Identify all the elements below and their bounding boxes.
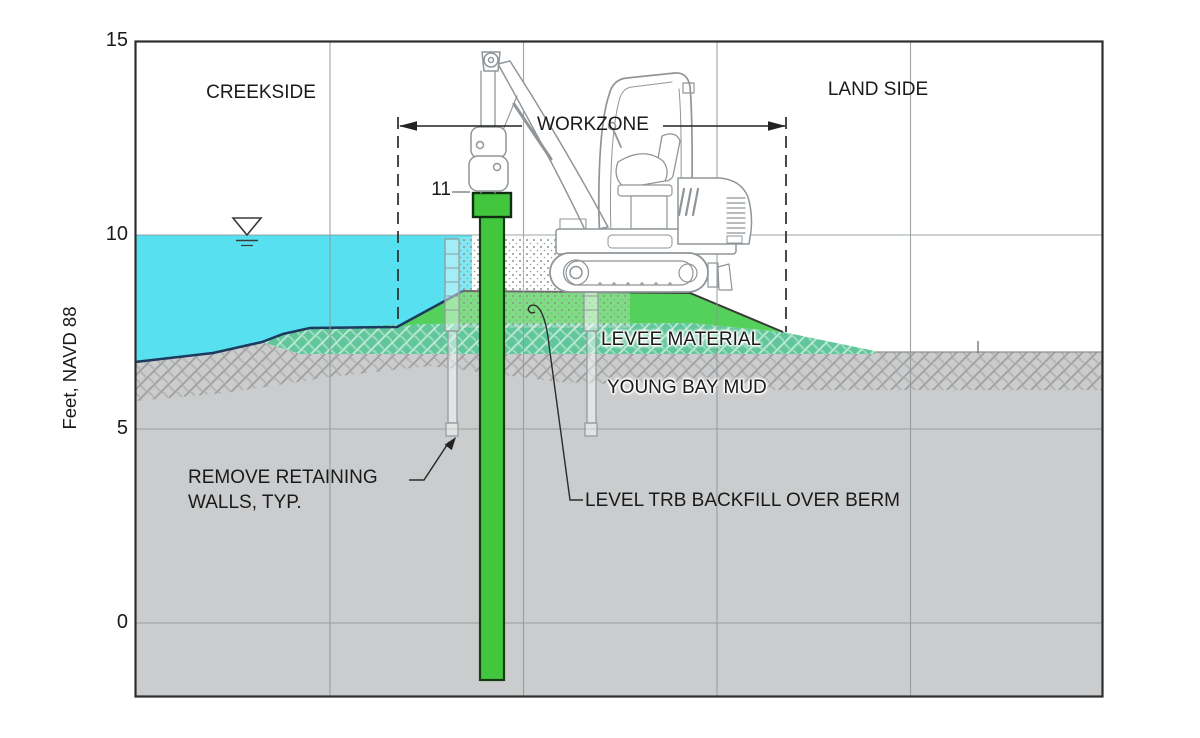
leader-remove-walls (409, 437, 456, 481)
y-axis-title: Feet, NAVD 88 (59, 306, 80, 430)
young-bay-mud-label: YOUNG BAY MUD (607, 377, 767, 398)
remove-walls-label-line1: REMOVE RETAINING (188, 467, 378, 488)
pile-cap (471, 191, 513, 219)
workzone-dimension (397, 117, 787, 332)
dimension-arrow-right (768, 121, 786, 131)
workzone-label: WORKZONE (537, 114, 649, 135)
plot-border (134, 40, 1104, 698)
levee-material-hatch (262, 323, 875, 354)
land-side-label: LAND SIDE (827, 79, 929, 100)
creekside-label: CREEKSIDE (206, 82, 316, 103)
y-tick-0: 0 (116, 611, 128, 633)
water-level-icon (231, 217, 263, 247)
remove-walls-label-line2: WALLS, TYP. (188, 492, 302, 513)
y-tick-5: 5 (116, 417, 128, 439)
underwater-surface-line (134, 289, 464, 364)
pile-body (478, 214, 506, 682)
y-tick-15: 15 (105, 29, 128, 51)
levee-material-label: LEVEE MATERIAL (601, 329, 762, 350)
young-bay-mud-region (135, 342, 1102, 696)
leader-trb-backfill (527, 304, 583, 501)
dimension-arrow-left (399, 121, 417, 131)
water-region (135, 235, 472, 362)
pile (471, 191, 513, 682)
y-tick-10: 10 (105, 223, 128, 245)
pile-elevation-label: 11 (431, 179, 451, 200)
excavator-icon (468, 51, 753, 293)
retaining-wall-left (444, 238, 460, 437)
mud-crust-hatch (135, 342, 1102, 401)
grid (136, 42, 1102, 696)
trb-backfill-label: LEVEL TRB BACKFILL OVER BERM (585, 490, 901, 511)
